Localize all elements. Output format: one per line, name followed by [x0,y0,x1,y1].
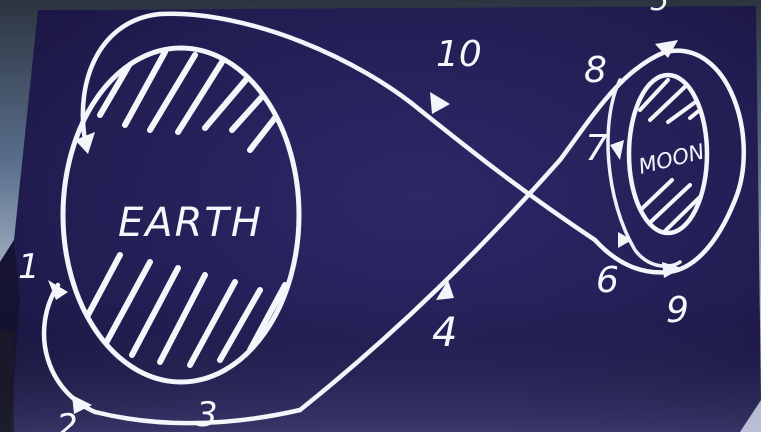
step-number-2: 2 [56,407,78,432]
step-number-10: 10 [436,34,482,75]
earth-label: EARTH [118,200,263,246]
step-number-3: 3 [196,395,218,432]
step-number-7: 7 [585,128,608,169]
step-number-8: 8 [584,50,607,91]
step-number-4: 4 [432,310,457,356]
step-number-5: 5 [650,0,669,18]
step-number-6: 6 [596,260,619,301]
step-number-1: 1 [18,247,40,287]
step-number-9: 9 [666,290,689,331]
